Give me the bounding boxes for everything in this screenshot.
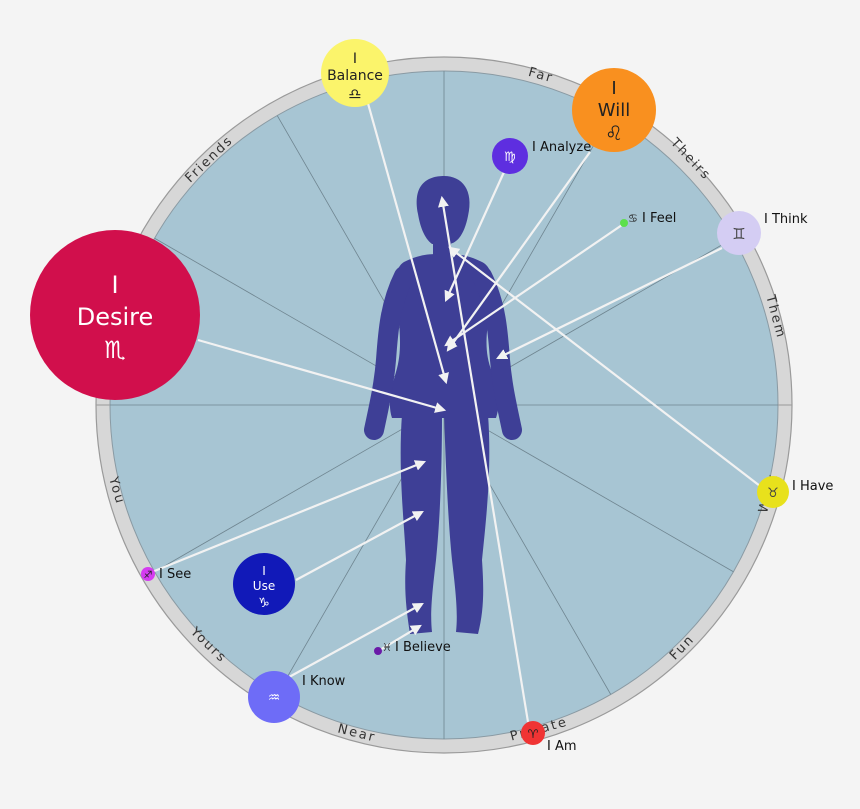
sign-taurus: ♉ I Have [757, 476, 833, 508]
arrow-scorpio [197, 338, 447, 413]
sign-aries-label: I Am [547, 739, 577, 754]
sign-cancer-circle [620, 219, 628, 227]
sign-pisces-label: I Believe [395, 640, 451, 655]
sign-pisces: ♓ I Believe [374, 640, 451, 655]
sign-scorpio: I Desire ♏ [30, 230, 200, 400]
sign-gemini-label: I Think [764, 212, 808, 227]
connector-arrows [151, 81, 761, 723]
sign-scorpio-line2: Desire [77, 303, 154, 331]
arrow-capricorn [295, 510, 424, 581]
taurus-glyph-icon: ♉ [767, 486, 779, 501]
figure-left-arm [364, 266, 414, 440]
sign-aries: ♈ I Am [521, 721, 577, 754]
sign-virgo-label: I Analyze [532, 140, 591, 155]
cancer-glyph-icon: ♋ [628, 212, 638, 225]
arrow-sagittarius [151, 460, 427, 574]
sign-leo-line1: I [611, 78, 616, 99]
virgo-glyph-icon: ♍ [504, 150, 516, 165]
arrow-aquarius [279, 602, 424, 683]
sign-leo-line2: Will [598, 100, 630, 121]
sign-aquarius-circle [248, 671, 300, 723]
sign-gemini: ♊ I Think [717, 211, 808, 255]
sign-capricorn-line1: I [262, 564, 266, 578]
sign-aries-circle [521, 721, 545, 745]
sign-libra-line1: I [353, 51, 357, 67]
arrow-gemini [496, 247, 723, 360]
arrow-aries [437, 195, 530, 723]
aries-glyph-icon: ♈ [528, 727, 539, 741]
sign-taurus-circle [757, 476, 789, 508]
sign-sagittarius: ♐ I See [141, 567, 191, 582]
arrow-libra [360, 81, 449, 385]
gemini-glyph-icon: ♊ [732, 225, 745, 243]
sign-sagittarius-circle [141, 567, 155, 581]
sign-libra-line2: Balance [327, 68, 383, 84]
arrow-pisces [379, 624, 422, 651]
sign-virgo-circle [492, 138, 528, 174]
libra-glyph-icon: ♎ [348, 85, 361, 103]
figure-right-arm [472, 266, 522, 440]
sign-scorpio-circle [30, 230, 200, 400]
pisces-glyph-icon: ♓ [382, 641, 392, 654]
sign-libra-circle [321, 39, 389, 107]
sign-cancer: ♋ I Feel [620, 211, 676, 227]
sign-pisces-circle [374, 647, 382, 655]
sign-capricorn-line2: Use [253, 579, 275, 593]
aquarius-glyph-icon: ♒ [268, 690, 281, 706]
scorpio-glyph-icon: ♏ [104, 336, 126, 364]
sign-capricorn: I Use ♑ [233, 553, 295, 615]
figure-right-leg [444, 414, 490, 634]
arrow-taurus [448, 246, 761, 487]
sign-aquarius-label: I Know [302, 674, 346, 689]
sign-taurus-label: I Have [792, 479, 833, 494]
figure-neck [433, 234, 451, 258]
arrow-leo [446, 151, 591, 352]
sign-aquarius: ♒ I Know [248, 671, 346, 723]
sign-scorpio-line1: I [111, 271, 118, 299]
sign-capricorn-circle [233, 553, 295, 615]
figure-left-leg [400, 414, 442, 634]
leo-glyph-icon: ♌ [605, 121, 623, 145]
sign-leo-circle [572, 68, 656, 152]
ring-label-far: Far [527, 65, 556, 86]
sign-leo: I Will ♌ [572, 68, 656, 152]
sign-virgo: ♍ I Analyze [492, 138, 591, 174]
sign-sagittarius-label: I See [159, 567, 191, 582]
arrow-cancer [444, 224, 623, 347]
sign-cancer-label: I Feel [642, 211, 676, 226]
capricorn-glyph-icon: ♑ [258, 596, 270, 611]
sign-gemini-circle [717, 211, 761, 255]
sagittarius-glyph-icon: ♐ [144, 570, 153, 581]
sign-libra: I Balance ♎ [321, 39, 389, 107]
